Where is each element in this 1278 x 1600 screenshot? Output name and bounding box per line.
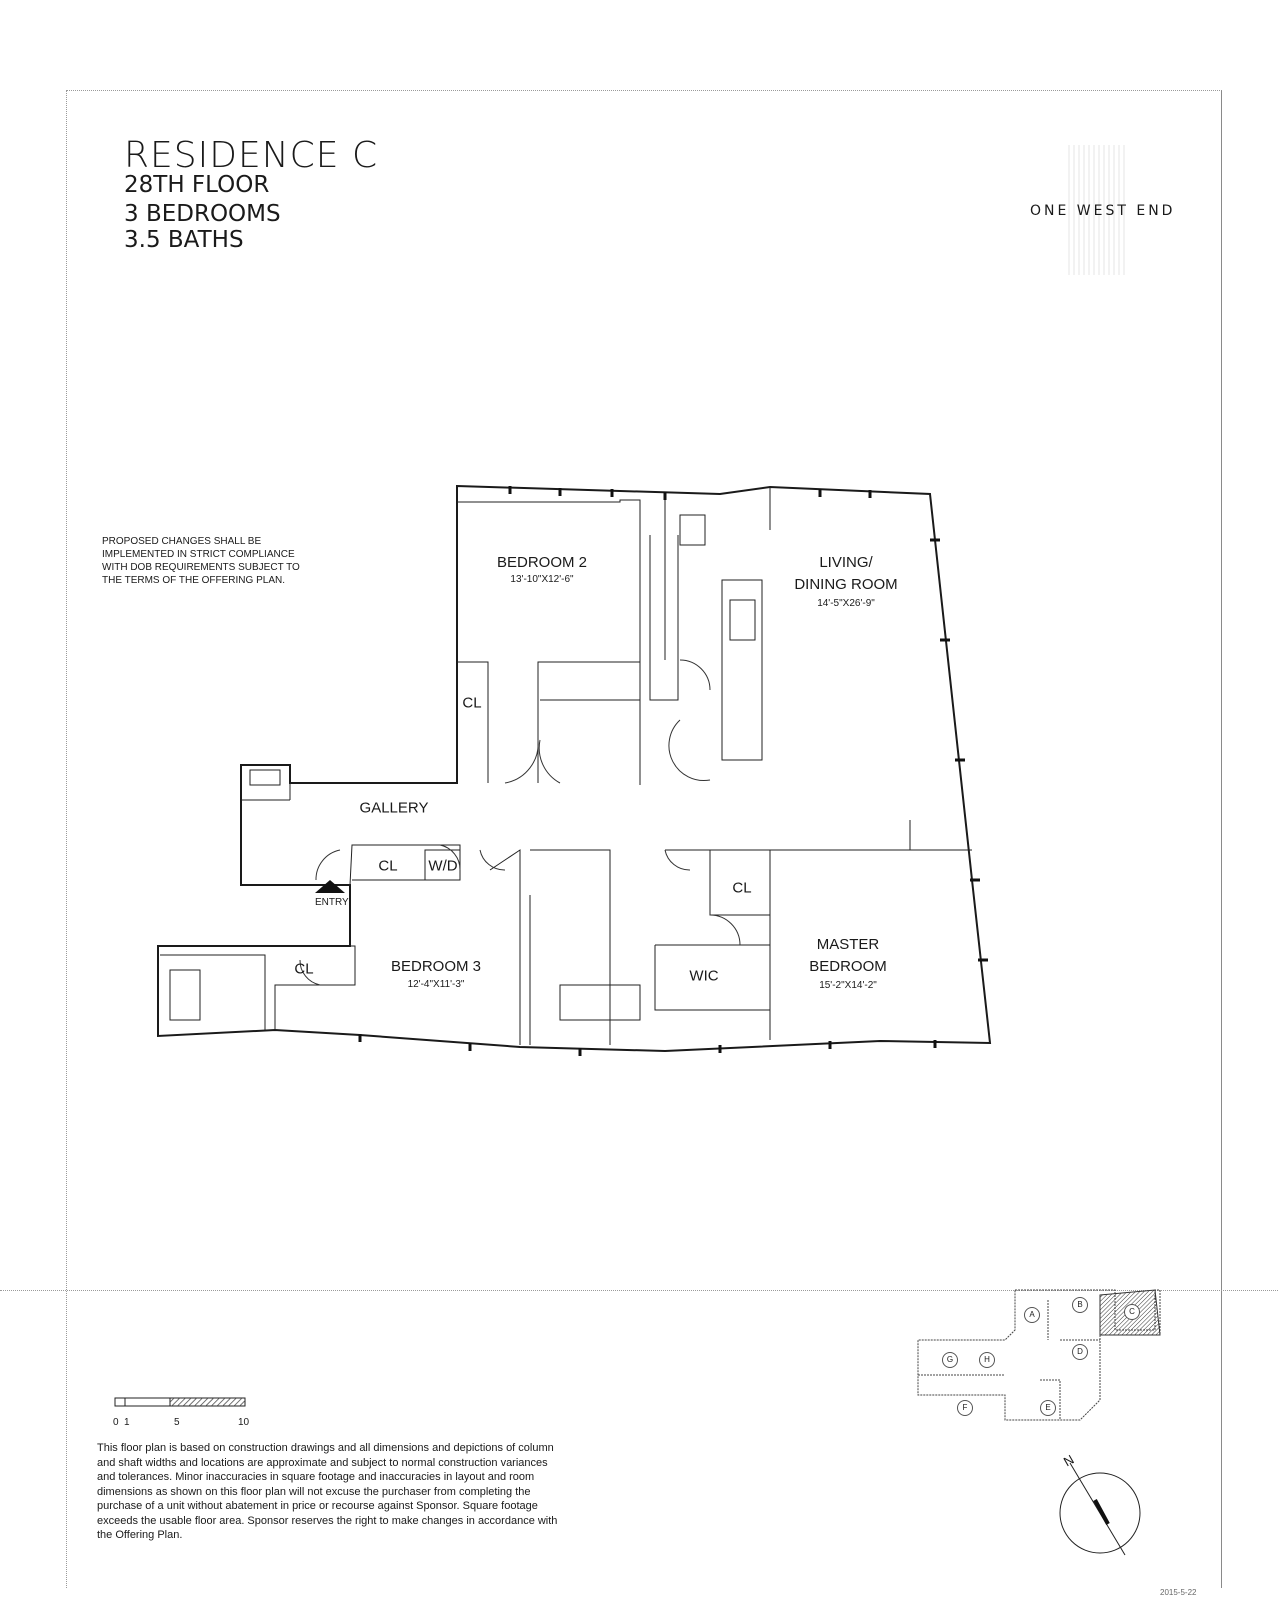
bedroom3-wall — [274, 849, 521, 1045]
scale-tick-label: 5 — [174, 1417, 180, 1428]
brand-watermark — [1068, 145, 1128, 275]
gallery-wall — [289, 783, 461, 886]
scale-tick-label: 10 — [238, 1417, 250, 1428]
keyplan-unit-f: F — [957, 1400, 973, 1416]
gallery-label: GALLERY — [359, 799, 429, 817]
brand-name: ONE WEST END — [1030, 203, 1176, 219]
closet-label: CL — [294, 960, 314, 978]
keyplan-unit-b: B — [1072, 1297, 1088, 1313]
scale-tick-label: 1 — [124, 1417, 130, 1428]
bedroom3-dims: 12'-4"X11'-3" — [407, 979, 465, 990]
master-bath — [529, 849, 641, 1045]
bedroom3-label: BEDROOM 3 — [390, 958, 482, 975]
living-dims: 14'-5"X26'-9" — [817, 598, 875, 609]
residence-title: RESIDENCE C — [124, 135, 379, 176]
document-stamp: 2015-5-22 — [1160, 1588, 1197, 1597]
door-swing — [538, 739, 561, 784]
living-label-line2: DINING ROOM — [794, 576, 898, 593]
powder-room — [241, 769, 290, 801]
bath-wall — [540, 699, 641, 783]
kitchen-island — [721, 579, 763, 761]
master-dims: 15'-2"X14'-2" — [819, 980, 877, 991]
bedroom2-closet — [457, 661, 489, 783]
keyplan-unit-c: C — [1124, 1304, 1140, 1320]
keyplan-unit-g: G — [942, 1352, 958, 1368]
keyplan-unit-a: A — [1024, 1307, 1040, 1323]
door-swing — [504, 739, 539, 784]
door-swing — [664, 849, 691, 871]
living-wall — [769, 487, 972, 851]
washer-dryer-label: W/D — [428, 857, 458, 875]
master-label-line2: BEDROOM — [809, 958, 887, 975]
master-closet — [709, 849, 771, 945]
entry-arrow — [315, 880, 345, 893]
door-swing — [479, 849, 506, 871]
closet-label: CL — [732, 879, 752, 897]
bedroom2-dims: 13'-10"X12'-6" — [510, 574, 574, 585]
gallery-closet — [424, 849, 461, 881]
living-label-line1: LIVING/ — [819, 554, 873, 571]
page-frame — [66, 90, 1222, 1588]
door-swing — [709, 914, 741, 946]
compliance-notice: PROPOSED CHANGES SHALL BE IMPLEMENTED IN… — [102, 536, 300, 586]
scale-tick-label: 0 — [113, 1417, 119, 1428]
bedrooms-label: 3 BEDROOMS — [124, 201, 281, 227]
section-divider — [0, 1290, 1278, 1291]
door-swing — [439, 844, 461, 871]
kitchen-counter — [649, 535, 679, 701]
floor-label: 28TH FLOOR — [124, 172, 270, 198]
keyplan-unit-e: E — [1040, 1400, 1056, 1416]
keyplan-unit-d: D — [1072, 1344, 1088, 1360]
scale-bar — [114, 1397, 246, 1407]
closet-label: CL — [462, 694, 482, 712]
baths-label: 3.5 BATHS — [124, 227, 244, 253]
master-label-line1: MASTER — [816, 936, 880, 953]
entry-label: ENTRY — [315, 897, 349, 908]
closet-label: CL — [378, 857, 398, 875]
bedroom2-wall — [457, 499, 641, 783]
door-swing — [315, 849, 341, 881]
bedroom3-bath — [160, 954, 266, 1030]
door-swing — [299, 959, 321, 986]
keyplan-unit-h: H — [979, 1352, 995, 1368]
bedroom2-label: BEDROOM 2 — [496, 554, 588, 571]
wic-label: WIC — [689, 967, 719, 985]
wic-wall — [654, 944, 771, 1040]
door-swing — [668, 719, 711, 782]
kitchen-wall — [639, 500, 706, 785]
door-swing — [679, 659, 711, 691]
disclaimer-text: This floor plan is based on construction… — [97, 1442, 558, 1541]
